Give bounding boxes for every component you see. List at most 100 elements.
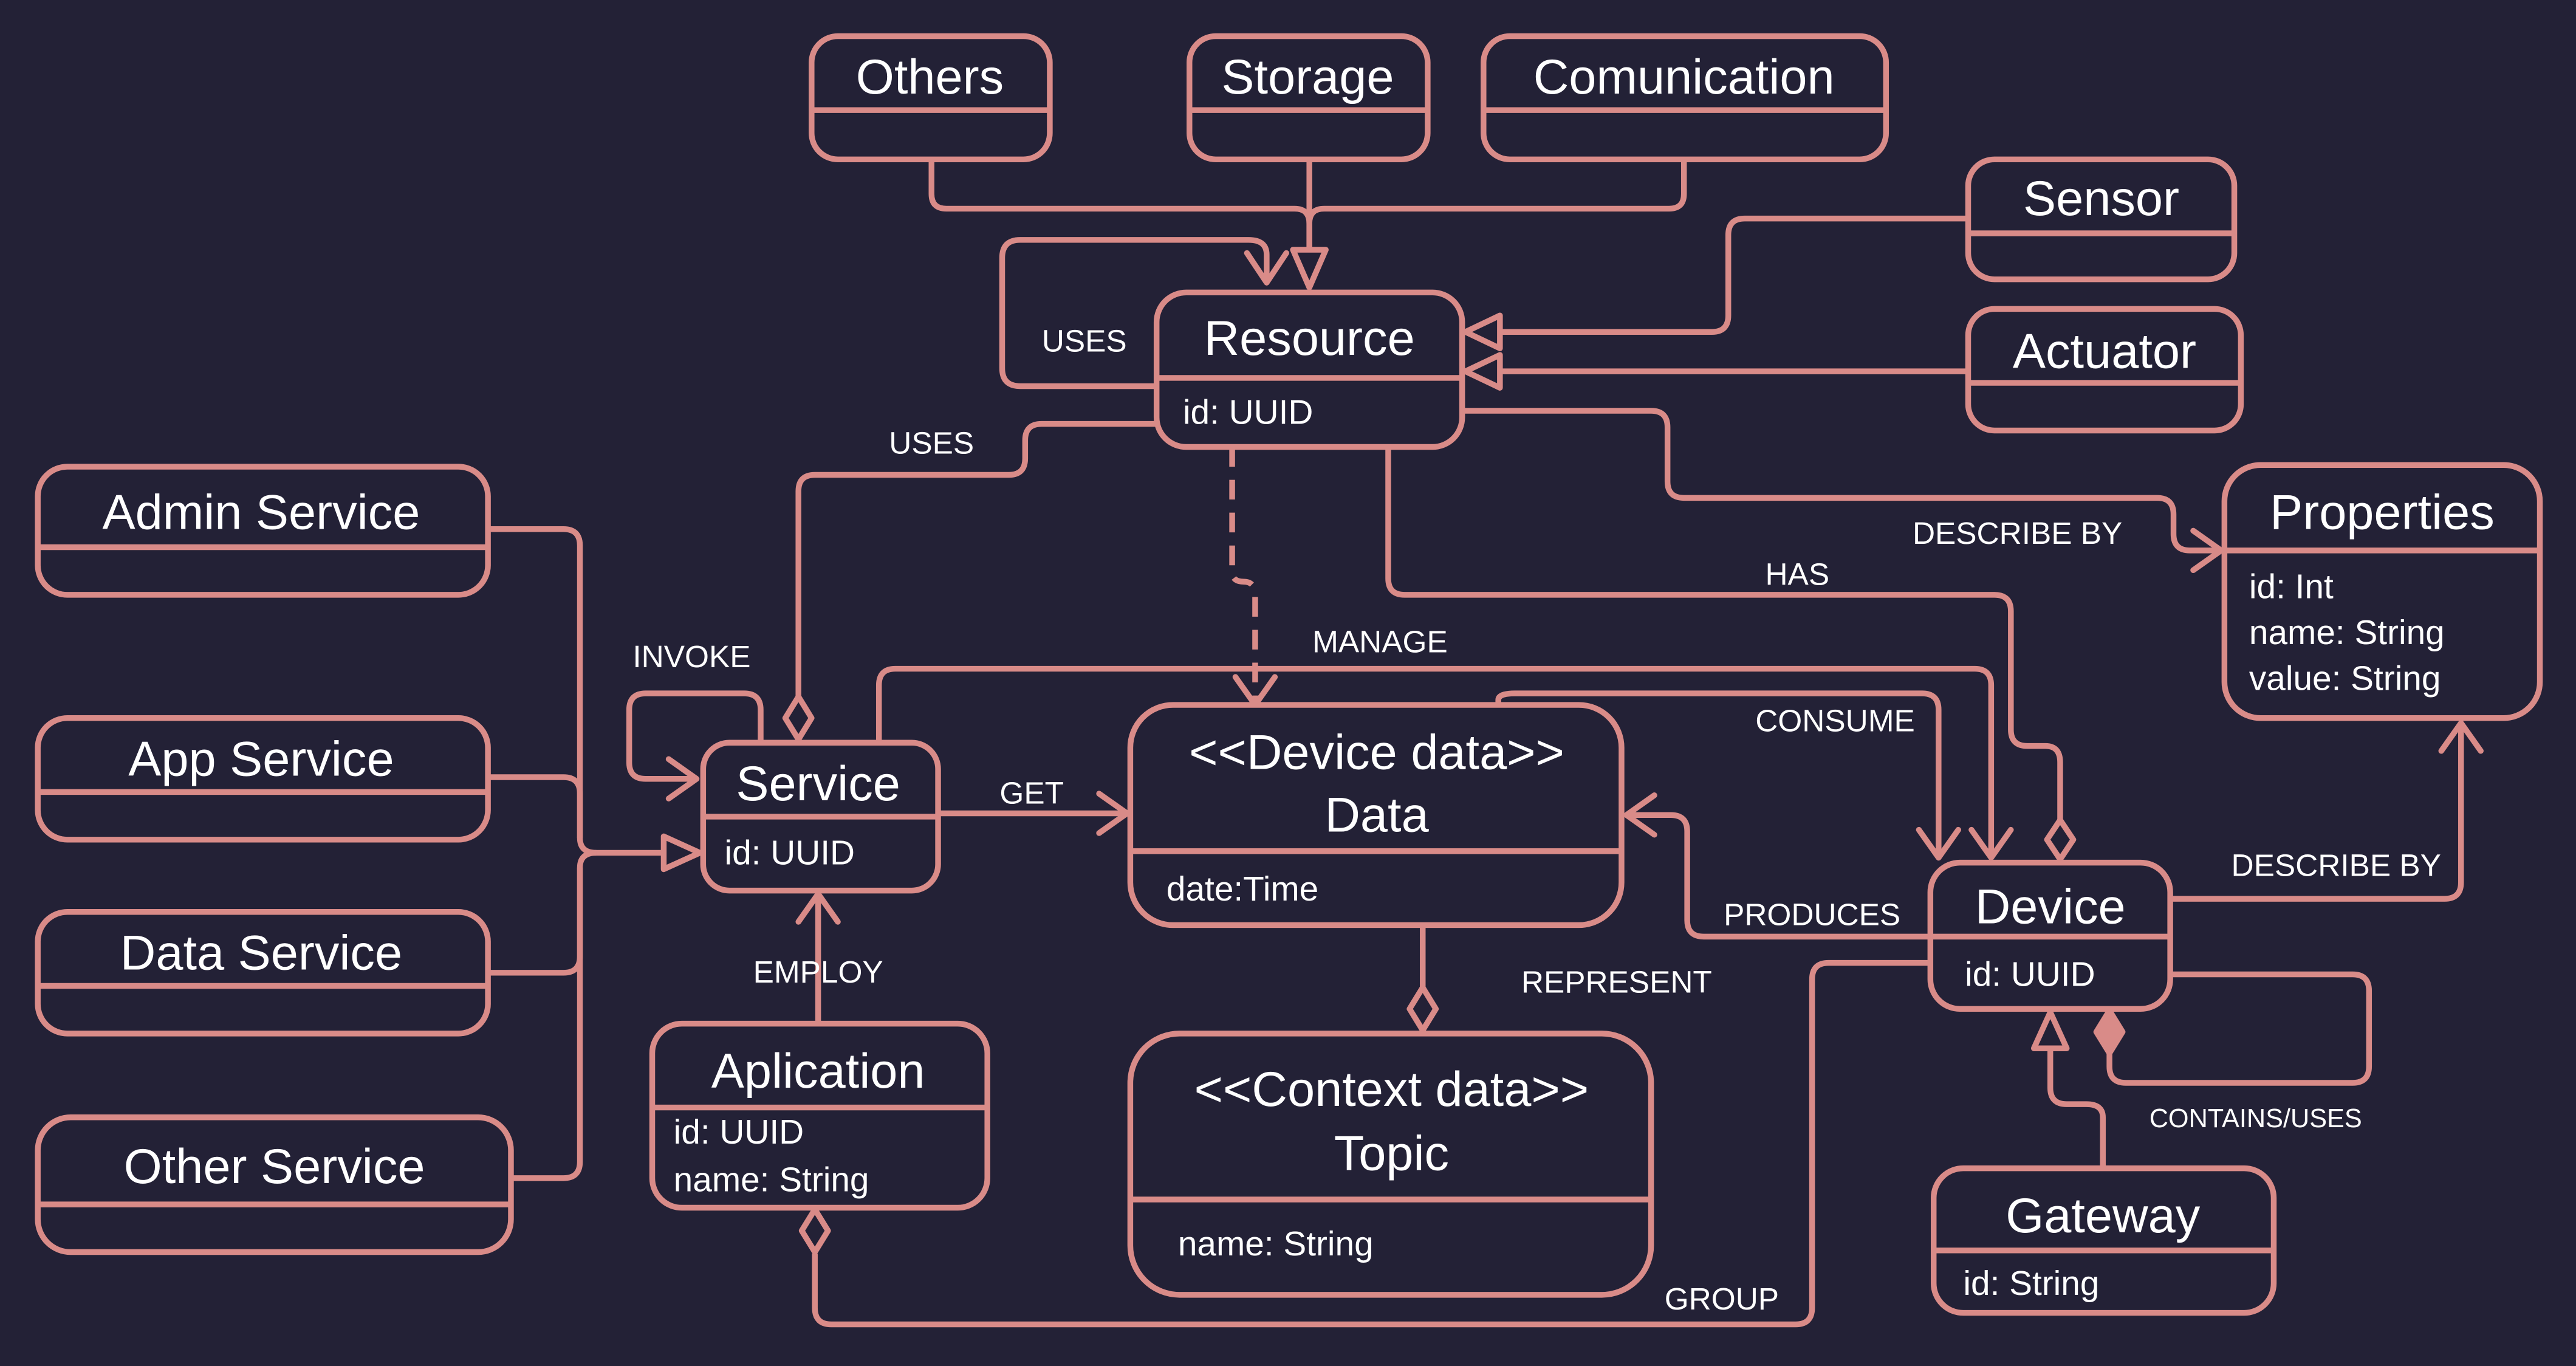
label-get: GET bbox=[999, 775, 1064, 810]
node-aplication-box bbox=[649, 1020, 990, 1211]
label-describe-by-resource: DESCRIBE BY bbox=[1913, 515, 2122, 551]
edge-head-aggregation-aplication bbox=[798, 1206, 831, 1255]
node-app-service-box bbox=[35, 715, 491, 843]
node-comunication-title: Comunication bbox=[1533, 50, 1835, 105]
node-data-title: Data bbox=[1324, 788, 1429, 842]
node-data-service-box bbox=[35, 909, 491, 1037]
label-invoke: INVOKE bbox=[632, 639, 750, 674]
edge-other-service bbox=[510, 867, 583, 1181]
node-sensor-title: Sensor bbox=[2023, 171, 2179, 226]
edge-resource-device-has bbox=[1385, 447, 2063, 822]
edge-head-generalization-gateway bbox=[2030, 1009, 2070, 1051]
node-app-service-title: App Service bbox=[128, 732, 394, 786]
node-resource-title: Resource bbox=[1204, 311, 1415, 366]
edge-device-aplication-group bbox=[812, 959, 1931, 1328]
edge-head-resource-uses-self bbox=[1244, 250, 1290, 286]
label-employ: EMPLOY bbox=[753, 954, 883, 989]
edge-head-device-properties bbox=[2438, 720, 2484, 754]
edge-labels: USES USES DESCRIBE BY HAS MANAGE INVOKE … bbox=[632, 323, 2441, 1316]
node-actuator-title: Actuator bbox=[2013, 324, 2196, 379]
node-gateway[interactable]: Gateway id: String bbox=[1930, 1165, 2277, 1316]
node-admin-service-box bbox=[35, 464, 491, 598]
connectors bbox=[488, 159, 2484, 1328]
node-admin-service[interactable]: Admin Service bbox=[35, 464, 491, 598]
node-topic-attr-name: name: String bbox=[1178, 1225, 1374, 1263]
label-group: GROUP bbox=[1665, 1281, 1779, 1316]
node-storage-box bbox=[1187, 33, 1431, 163]
node-other-service[interactable]: Other Service bbox=[35, 1114, 514, 1255]
edge-head-data-device bbox=[1916, 826, 1962, 861]
edge-head-device-data bbox=[1623, 792, 1657, 838]
node-data[interactable]: <<Device data>> Data date:Time bbox=[1127, 702, 1625, 928]
node-properties-box bbox=[2221, 462, 2543, 721]
node-device[interactable]: Device id: UUID bbox=[1927, 859, 2173, 1012]
node-storage-title: Storage bbox=[1221, 50, 1394, 105]
node-storage[interactable]: Storage bbox=[1187, 33, 1431, 163]
node-sensor[interactable]: Sensor bbox=[1965, 156, 2238, 283]
edge-head-resource-properties bbox=[2190, 527, 2224, 574]
edge-head-aggregation-device-has bbox=[2044, 817, 2077, 862]
edge-device-properties bbox=[2170, 722, 2464, 902]
edge-service-device-manage bbox=[875, 665, 1995, 858]
node-aplication-attr-id: id: UUID bbox=[674, 1113, 804, 1151]
node-service-attr-id: id: UUID bbox=[725, 834, 855, 872]
edge-gateway-device bbox=[2047, 1015, 2106, 1169]
node-others-title: Others bbox=[856, 50, 1004, 105]
label-uses-self: USES bbox=[1042, 323, 1127, 359]
edge-app-service bbox=[488, 774, 583, 839]
node-data-attr-date: date:Time bbox=[1166, 870, 1318, 908]
edge-resource-data-dependency bbox=[1229, 447, 1258, 704]
node-device-attr-id: id: UUID bbox=[1965, 955, 2095, 994]
node-data-service-title: Data Service bbox=[120, 925, 402, 980]
node-comunication[interactable]: Comunication bbox=[1481, 33, 1889, 163]
node-other-service-title: Other Service bbox=[124, 1139, 425, 1194]
node-aplication[interactable]: Aplication id: UUID name: String bbox=[649, 1020, 990, 1211]
node-topic-box bbox=[1127, 1031, 1654, 1298]
label-contains-uses: CONTAINS/USES bbox=[2150, 1104, 2362, 1133]
label-has: HAS bbox=[1765, 557, 1829, 592]
node-properties-attr-id: id: Int bbox=[2249, 568, 2334, 606]
node-device-title: Device bbox=[1975, 880, 2126, 935]
node-gateway-attr-id: id: String bbox=[1963, 1265, 2099, 1303]
edge-head-generalization-service bbox=[660, 833, 703, 873]
node-data-box bbox=[1127, 702, 1625, 928]
edge-service-invoke-self bbox=[626, 690, 764, 782]
node-others[interactable]: Others bbox=[809, 33, 1053, 163]
label-represent: REPRESENT bbox=[1521, 964, 1712, 999]
node-gateway-title: Gateway bbox=[2006, 1189, 2201, 1243]
node-resource[interactable]: Resource id: UUID bbox=[1153, 289, 1465, 450]
label-manage: MANAGE bbox=[1312, 624, 1448, 659]
edge-resource-properties bbox=[1462, 408, 2221, 554]
label-consume: CONSUME bbox=[1755, 702, 1915, 738]
label-produces: PRODUCES bbox=[1724, 896, 1900, 932]
edge-device-contains-self bbox=[2106, 971, 2372, 1086]
node-other-service-box bbox=[35, 1114, 514, 1255]
node-topic-title: Topic bbox=[1334, 1126, 1449, 1181]
node-topic[interactable]: <<Context data>> Topic name: String bbox=[1127, 1031, 1654, 1298]
edge-head-aggregation-service-uses bbox=[782, 693, 815, 743]
edge-sensor-resource bbox=[1467, 215, 1968, 335]
edge-head-aplication-service bbox=[795, 891, 841, 925]
edge-head-generalization-actuator bbox=[1462, 352, 1503, 391]
node-service-title: Service bbox=[736, 757, 900, 811]
edge-head-service-device bbox=[1968, 826, 2014, 861]
node-properties[interactable]: Properties id: Int name: String value: S… bbox=[2221, 462, 2543, 721]
node-aplication-title: Aplication bbox=[711, 1044, 925, 1099]
edge-head-aggregation-topic bbox=[1406, 984, 1439, 1034]
node-data-service[interactable]: Data Service bbox=[35, 909, 491, 1037]
node-others-box bbox=[809, 33, 1053, 163]
node-app-service[interactable]: App Service bbox=[35, 715, 491, 843]
node-resource-attr-id: id: UUID bbox=[1183, 394, 1313, 432]
node-actuator[interactable]: Actuator bbox=[1965, 306, 2244, 434]
edge-resource-service-uses bbox=[795, 420, 1157, 699]
edge-head-generalization-resource-top bbox=[1290, 247, 1329, 290]
node-aplication-attr-name: name: String bbox=[674, 1161, 869, 1199]
label-describe-by-device: DESCRIBE BY bbox=[2232, 847, 2441, 882]
edge-comunication-resource bbox=[1306, 159, 1687, 224]
node-service[interactable]: Service id: UUID bbox=[700, 740, 941, 894]
edge-head-service-invoke bbox=[665, 756, 700, 801]
node-comunication-box bbox=[1481, 33, 1889, 163]
edge-head-generalization-sensor bbox=[1462, 312, 1503, 352]
